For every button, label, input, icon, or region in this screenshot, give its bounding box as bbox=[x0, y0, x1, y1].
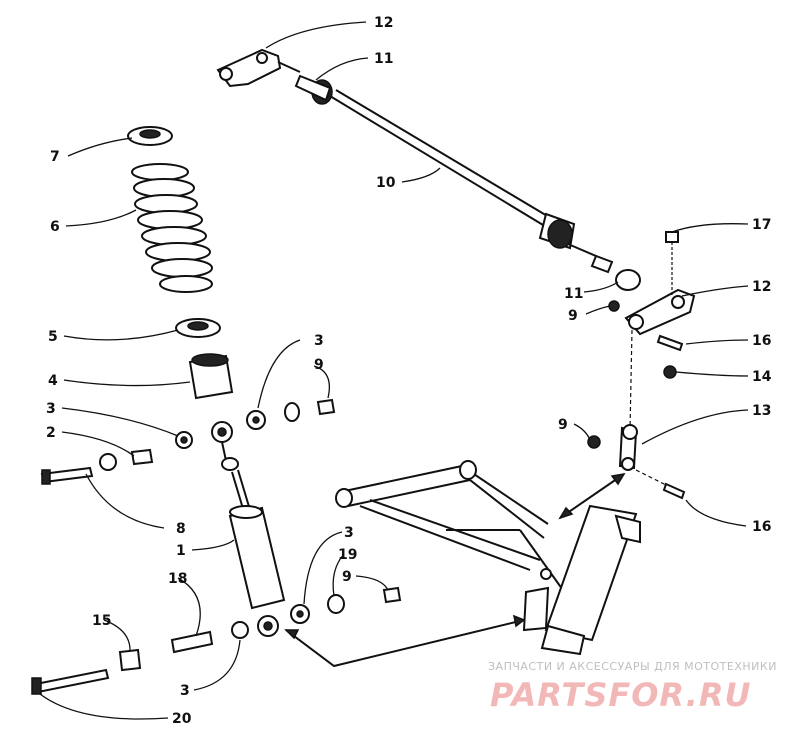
callout-12: 12 bbox=[752, 279, 771, 295]
callout-7: 7 bbox=[50, 149, 60, 165]
callout-2: 2 bbox=[46, 425, 56, 441]
callout-3: 3 bbox=[180, 683, 190, 699]
a-arm bbox=[335, 460, 641, 656]
callout-11: 11 bbox=[374, 51, 393, 67]
callout-9: 9 bbox=[568, 308, 578, 324]
callout-16: 16 bbox=[752, 519, 771, 535]
callout-8: 8 bbox=[176, 521, 186, 537]
link-rod-assembly bbox=[216, 48, 696, 500]
leader-lines bbox=[39, 21, 749, 720]
callout-12: 12 bbox=[374, 15, 393, 31]
callout-9: 9 bbox=[342, 569, 352, 585]
callout-3: 3 bbox=[344, 525, 354, 541]
callout-9: 9 bbox=[558, 417, 568, 433]
shock-assembly bbox=[31, 126, 402, 695]
callouts: 12 11 10 7 6 17 11 12 9 16 14 5 3 9 4 3 … bbox=[46, 15, 772, 727]
watermark: ЗАПЧАСТИ И АКСЕССУАРЫ ДЛЯ МОТОТЕХНИКИ PA… bbox=[488, 660, 777, 714]
watermark-tagline: ЗАПЧАСТИ И АКСЕССУАРЫ ДЛЯ МОТОТЕХНИКИ bbox=[488, 660, 777, 673]
callout-3: 3 bbox=[314, 333, 324, 349]
callout-9: 9 bbox=[314, 357, 324, 373]
callout-11: 11 bbox=[564, 286, 583, 302]
callout-18: 18 bbox=[168, 571, 187, 587]
callout-15: 15 bbox=[92, 613, 111, 629]
callout-3: 3 bbox=[46, 401, 56, 417]
callout-17: 17 bbox=[752, 217, 771, 233]
spring bbox=[131, 163, 213, 293]
watermark-brand: PARTSFOR.RU bbox=[490, 676, 751, 714]
callout-14: 14 bbox=[752, 369, 772, 385]
callout-1: 1 bbox=[176, 543, 186, 559]
callout-13: 13 bbox=[752, 403, 771, 419]
arrows bbox=[284, 472, 626, 668]
callout-16: 16 bbox=[752, 333, 771, 349]
callout-20: 20 bbox=[172, 711, 192, 727]
callout-6: 6 bbox=[50, 219, 60, 235]
callout-10: 10 bbox=[376, 175, 396, 191]
callout-19: 19 bbox=[338, 547, 357, 563]
callout-4: 4 bbox=[48, 373, 58, 389]
callout-5: 5 bbox=[48, 329, 58, 345]
